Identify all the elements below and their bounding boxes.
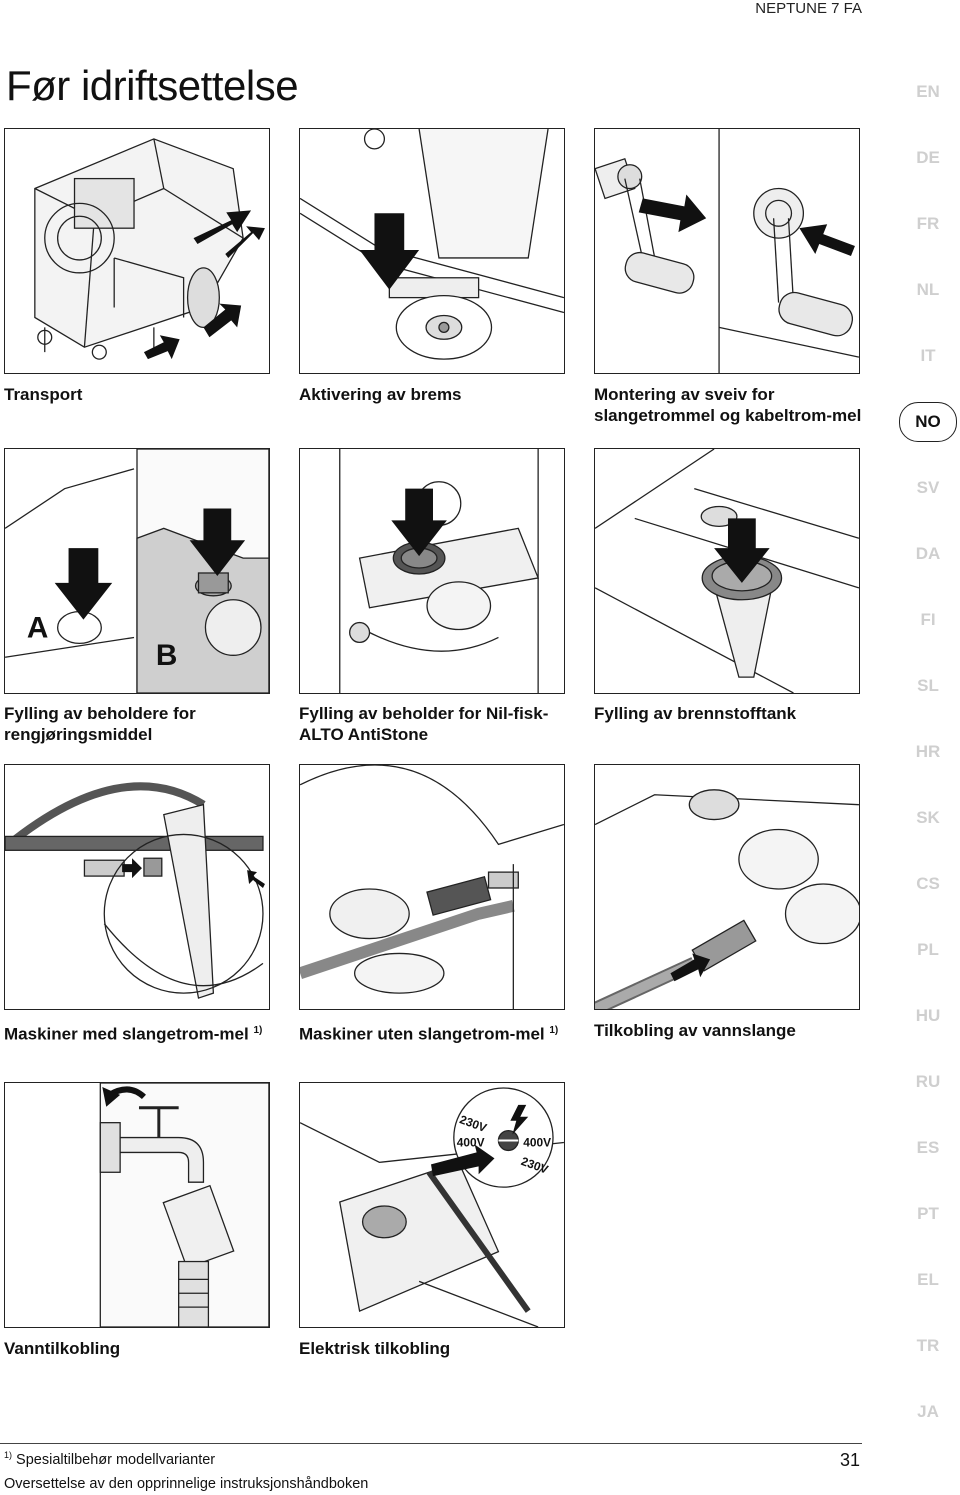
language-pt[interactable]: PT [917,1204,939,1223]
language-cs[interactable]: CS [916,874,940,893]
arrow-left-icon [431,1144,495,1177]
figure-electric: 230V 400V 400V 230V [299,1082,565,1328]
detergent-tanks-illustration: A B [5,449,269,693]
footnote: 1) Spesialtilbehør modellvarianter [4,1450,216,1468]
caption-crank: Montering av sveiv for slangetrommel og … [594,385,862,425]
language-tr[interactable]: TR [916,1336,940,1355]
caption-water-connection: Vanntilkobling [4,1339,121,1358]
arrow-down-icon [359,213,420,290]
arrow-down-icon [189,508,246,576]
language-sk[interactable]: SK [916,808,940,827]
language-es[interactable]: ES [916,1138,940,1157]
arrow-down-icon [714,518,770,583]
language-hr[interactable]: HR [915,742,941,761]
caption-fuel: Fylling av brennstofftank [594,704,797,723]
caption-no-hose-reel: Maskiner uten slangetrom-mel 1) [299,1024,559,1044]
language-hu[interactable]: HU [915,1006,941,1025]
caption-antistone: Fylling av beholder for Nil-fisk-ALTO An… [299,704,549,744]
water-tap-illustration [99,1083,269,1327]
language-no[interactable]: NO [915,412,941,431]
wheel-brake-illustration [300,129,564,360]
figure-brake [299,128,565,374]
caption-detergent: Fylling av beholdere for rengjøringsmidd… [4,704,196,744]
figure-transport [4,128,270,374]
language-sv[interactable]: SV [916,478,940,497]
language-ja[interactable]: JA [917,1402,939,1421]
page-number: 31 [840,1450,861,1470]
language-sl[interactable]: SL [917,676,939,695]
language-fr[interactable]: FR [916,214,940,233]
caption-transport: Transport [4,385,83,404]
active-language-ring [899,402,957,442]
antistone-illustration [339,449,540,693]
machine-illustration [34,138,265,360]
figure-hose-reel [4,764,270,1010]
language-pl[interactable]: PL [917,940,939,959]
caption-brake: Aktivering av brems [299,385,462,404]
language-da[interactable]: DA [915,544,941,563]
water-hose-illustration [595,789,859,1009]
arrow-down-icon [54,548,113,620]
figure-water-connection [4,1082,270,1328]
figure-no-hose-reel [299,764,565,1010]
language-nl[interactable]: NL [916,280,940,299]
footer-text: Oversettelse av den opprinnelige instruk… [4,1476,369,1492]
figure-fuel [594,448,860,694]
figure-detergent: A B [4,448,270,694]
footer-divider [0,1443,862,1444]
page-title: Før idriftsettelse [6,62,299,109]
language-it[interactable]: IT [920,346,936,365]
arrow-left-icon [670,953,711,982]
language-en[interactable]: EN [916,82,940,101]
arrow-left-icon [799,224,855,256]
figure-water-hose [594,764,860,1010]
arrow-right-icon [638,194,707,233]
arrow-right-icon [122,858,142,879]
no-hose-reel-illustration [300,765,564,1009]
label-a: A [27,611,48,644]
label-b: B [156,639,177,672]
caption-water-hose: Tilkobling av vannslange [594,1021,796,1040]
hose-reel-illustration [5,782,265,999]
lightning-icon [510,1104,529,1135]
electric-connection-illustration: 230V 400V 400V 230V [300,1087,564,1327]
arrow-left-icon [247,870,265,888]
language-de[interactable]: DE [916,148,940,167]
voltage-label-400-right: 400V [523,1135,551,1149]
caption-electric: Elektrisk tilkobling [299,1339,451,1358]
caption-hose-reel: Maskiner med slangetrom-mel 1) [4,1024,263,1044]
figure-antistone [299,448,565,694]
language-ru[interactable]: RU [915,1072,941,1091]
language-el[interactable]: EL [917,1270,939,1289]
crank-illustration [595,129,859,373]
voltage-label-400-left: 400V [457,1135,485,1149]
header-model: NEPTUNE 7 FA [755,0,862,17]
language-fi[interactable]: FI [920,610,936,629]
fuel-tank-illustration [595,449,859,693]
figure-crank [594,128,860,374]
